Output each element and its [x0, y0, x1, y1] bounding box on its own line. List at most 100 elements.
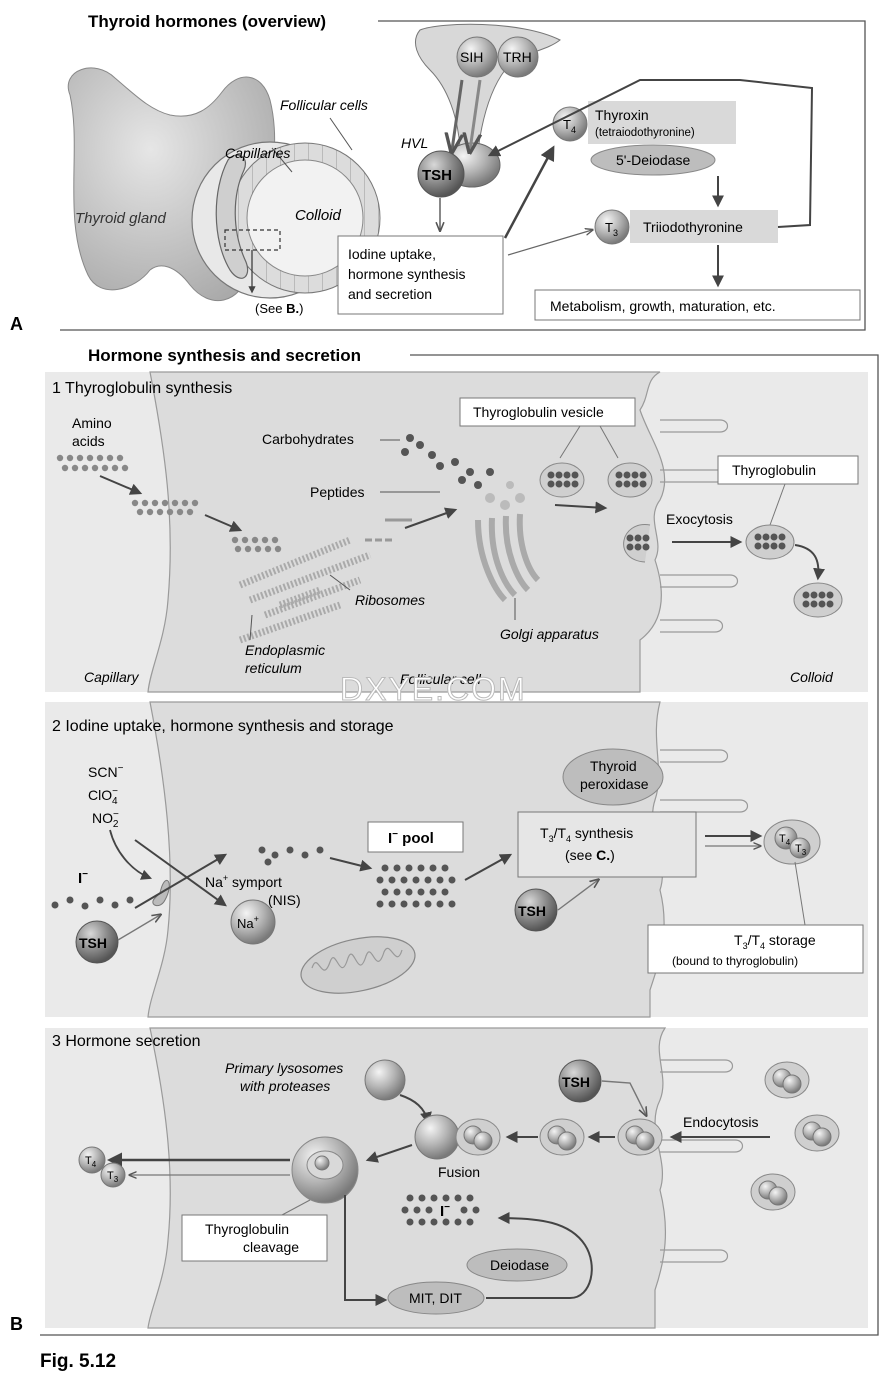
- sto-3: 3: [743, 941, 748, 951]
- cell-bodies: [147, 371, 667, 1329]
- synthesis-label-1: T3/T4 synthesis: [540, 825, 633, 844]
- t3-release-ball: [100, 1162, 126, 1188]
- peptides-label: Peptides: [310, 484, 364, 500]
- t4-symbol: T4: [563, 117, 576, 135]
- ribosomes-label: Ribosomes: [355, 592, 425, 608]
- trh-label: TRH: [503, 49, 532, 65]
- scn-text: SCN: [88, 764, 118, 780]
- ribosomes-leader: [329, 574, 351, 591]
- er-label-2: reticulum: [245, 660, 302, 676]
- figure-caption: Fig. 5.12: [40, 1351, 116, 1372]
- see-b-label: (See B.): [255, 301, 303, 316]
- exocytosis-label: Exocytosis: [666, 511, 733, 527]
- section-1-title: 1 Thyroglobulin synthesis: [52, 380, 232, 397]
- tsh-label-3: TSH: [562, 1074, 590, 1090]
- panel-a: Thyroid hormones (overview) A Thyroid gl…: [10, 12, 866, 334]
- triiodo-box: [630, 210, 778, 243]
- triiodo-label: Triiodothyronine: [643, 219, 743, 235]
- lysosomes-label-1: Primary lysosomes: [225, 1060, 343, 1076]
- iodide-text-2: I: [78, 870, 82, 887]
- mit-dit-arrow: [344, 1195, 388, 1306]
- t3-sub: 3: [613, 228, 618, 238]
- tg-vesicle-1: [539, 462, 585, 498]
- tsh-ball-2b: [514, 888, 558, 932]
- panel-b-letter: B: [10, 1314, 23, 1334]
- thyroglobulin-2: [793, 582, 843, 618]
- t3-storage-label: T3: [795, 843, 807, 857]
- na-ball-label: Na+: [237, 914, 259, 931]
- scn-label: SCN−: [88, 763, 124, 780]
- tsh-arrow-2a: [117, 915, 160, 941]
- follicular-cells-label: Follicular cells: [280, 97, 368, 113]
- er-label-1: Endoplasmic: [245, 642, 325, 658]
- tsh-ball-2a: [75, 920, 119, 964]
- watermark: DXYE.COM: [340, 671, 527, 707]
- endocytosis-label: Endocytosis: [683, 1114, 758, 1130]
- tsh-label-2a: TSH: [79, 935, 107, 951]
- storage-label-2: (bound to thyroglobulin): [672, 954, 798, 968]
- panel-b-frame: [40, 354, 879, 1336]
- syn-see: (see: [565, 847, 596, 863]
- follicular-cell-label: Follicular cell: [400, 671, 482, 687]
- clo4-label: ClO−4: [88, 786, 118, 807]
- clo4-text: ClO: [88, 787, 112, 803]
- symport-plus: +: [223, 873, 228, 883]
- deiodase-label-b: Deiodase: [490, 1257, 549, 1273]
- golgi-vesicles: [485, 481, 525, 510]
- thyroglobulin-pointer: [769, 483, 786, 526]
- sto-text: storage: [765, 932, 816, 948]
- na-text: Na: [237, 916, 254, 931]
- syn-text: synthesis: [571, 825, 633, 841]
- synthesis-arrow: [464, 853, 513, 881]
- sto-t2: /T: [748, 932, 761, 948]
- t4-sub: 4: [571, 125, 576, 135]
- iodide-label-3: I−: [440, 1202, 450, 1220]
- pool-arrow: [329, 857, 373, 872]
- symport-label: Na+ symport: [205, 873, 282, 890]
- t3-s: T: [795, 843, 802, 855]
- thyroglobulin-1: [745, 524, 795, 560]
- metabolism-label: Metabolism, growth, maturation, etc.: [550, 298, 776, 314]
- no2-text: NO: [92, 810, 113, 826]
- mit-dit-ellipse: [387, 1281, 485, 1315]
- t3-symbol: T3: [605, 220, 618, 238]
- fusion-complex: [414, 1114, 501, 1160]
- section-3: 3 Hormone secretion Primary lysosomes wi…: [52, 1033, 840, 1315]
- fusion-label: Fusion: [438, 1164, 480, 1180]
- panel-a-frame: [60, 20, 866, 331]
- iodide-dots-2: [51, 896, 134, 910]
- deiodase-label-a: 5'-Deiodase: [616, 152, 690, 168]
- syn-3: 3: [549, 834, 554, 844]
- carbohydrate-dots: [401, 434, 494, 489]
- sto-t: T: [734, 932, 743, 948]
- storage-label-1: T3/T4 storage: [734, 932, 816, 951]
- iodine-box-line-3: and secretion: [348, 286, 432, 302]
- synthesis-label-2: (see C.): [565, 847, 615, 863]
- i-pool-i: I: [388, 830, 392, 847]
- fusion-arrow: [365, 1144, 413, 1163]
- capillary-label: Capillary: [84, 669, 139, 685]
- i-pool-box: [367, 821, 464, 853]
- symport-na: Na: [205, 874, 223, 890]
- sto-4: 4: [760, 941, 765, 951]
- na-ball: [230, 899, 276, 945]
- panel-b-title: Hormone synthesis and secretion: [88, 346, 361, 365]
- section-2: 2 Iodine uptake, hormone synthesis and s…: [51, 718, 864, 994]
- cleavage-pointer: [281, 1199, 311, 1216]
- storage-pointer: [794, 861, 806, 926]
- tetraiodo-label: (tetraiodothyronine): [595, 127, 695, 139]
- lysosomes-label-2: with proteases: [240, 1078, 330, 1094]
- section-2-title: 2 Iodine uptake, hormone synthesis and s…: [52, 718, 394, 735]
- capillaries-label: Capillaries: [225, 145, 290, 161]
- see-b-prefix: (See: [255, 301, 286, 316]
- colloid-droplets: [750, 1061, 840, 1211]
- na-arrow: [134, 839, 227, 907]
- t4-s: T: [779, 833, 786, 845]
- t4-sym: T: [563, 117, 571, 132]
- tsh-ball-3: [558, 1059, 602, 1103]
- iodide-arrow: [134, 853, 228, 909]
- syn-t: T: [540, 825, 549, 841]
- iodine-box-line-1: Iodine uptake,: [348, 246, 436, 262]
- see-b-ref: B.: [286, 301, 299, 316]
